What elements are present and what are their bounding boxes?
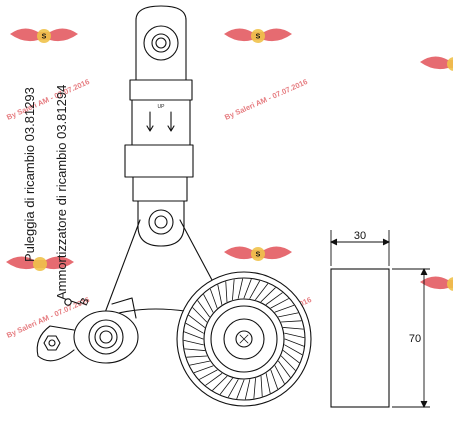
watermark-logo: S	[10, 28, 78, 43]
pulley-rib	[237, 278, 244, 299]
pulley-rib	[278, 312, 299, 318]
pulley-rib	[282, 327, 304, 330]
pulley-rib	[255, 283, 269, 301]
pulley-rib	[210, 288, 218, 309]
pulley-rib	[274, 365, 285, 384]
pulley-rib	[284, 344, 303, 355]
pulley-rib	[203, 294, 214, 313]
pulley-rib	[278, 360, 291, 378]
width-dimension-value: 30	[354, 230, 366, 242]
pulley-rib	[260, 287, 276, 303]
pulley-rib	[183, 339, 204, 346]
pulley-rib	[284, 338, 304, 347]
width-dimension: 30	[329, 230, 391, 266]
pulley-rib	[192, 307, 208, 323]
pulley-rib	[205, 373, 223, 386]
pulley-rib	[199, 369, 218, 380]
locking-pin: B	[64, 296, 92, 308]
watermark-text: By Saleri AM - 07.07.2016	[5, 77, 91, 122]
pulley-rib	[270, 369, 278, 390]
pulley-rib	[270, 298, 289, 309]
damper-collar	[124, 144, 194, 178]
pulley-rib	[212, 375, 228, 391]
watermark-logo-letter: S	[256, 34, 261, 41]
pulley-rib	[280, 355, 296, 371]
pivot-hub	[73, 310, 139, 364]
tensioner-assembly: UP	[36, 5, 312, 407]
pulley-rib	[184, 348, 206, 351]
damper-bottom-eye	[137, 200, 185, 247]
lever-arm	[36, 325, 75, 362]
watermark-logo: S	[224, 246, 292, 261]
pulley-rib	[188, 314, 206, 328]
pulley-rib	[193, 365, 214, 373]
pulley-rib	[280, 320, 302, 323]
damper-cylinder: UP	[129, 79, 193, 146]
pulley	[176, 271, 312, 407]
pulley-rib	[217, 284, 223, 305]
pulley-rib	[184, 331, 204, 340]
pulley-rib	[253, 377, 256, 399]
pulley-profile	[330, 268, 390, 408]
pulley-rib	[185, 323, 204, 334]
pulley-rib	[284, 332, 305, 339]
pulley-profile-view: 30 70	[329, 230, 430, 409]
pulley-rib	[244, 379, 251, 400]
damper-lower-body	[132, 176, 188, 202]
tensioner-part-caption: Ammortizzatore di ricambio 03.81294	[54, 85, 69, 300]
watermark-logo	[420, 276, 453, 291]
pulley-rib	[197, 300, 210, 318]
watermark-logo-letter: S	[42, 34, 47, 41]
pulley-rib	[243, 279, 252, 299]
pulley-rib	[274, 305, 295, 313]
pulley-rib	[265, 292, 283, 305]
pin-label: B	[78, 296, 92, 308]
top-mount-eye	[135, 5, 187, 81]
pulley-teeth	[183, 278, 305, 400]
height-dimension-value: 70	[409, 333, 421, 345]
watermark-logo-letter: S	[256, 252, 261, 259]
pulley-rib	[282, 350, 300, 364]
watermark-logo: S	[224, 28, 292, 43]
watermark-logo	[420, 56, 453, 71]
pulley-rib	[265, 373, 271, 394]
cylinder-label: UP	[158, 104, 166, 110]
pulley-rib	[225, 281, 228, 303]
pulley-rib	[186, 355, 208, 358]
pulley-rib	[219, 377, 233, 395]
pulley-rib	[249, 280, 260, 299]
pulley-rib	[228, 379, 239, 398]
pulley-rib	[236, 379, 245, 399]
pulley-part-caption: Puleggia di ricambio 03.81293	[22, 87, 37, 262]
pulley-rib	[232, 279, 235, 301]
watermark-text: By Saleri AM - 07.07.2016	[223, 77, 309, 122]
pulley-rib	[189, 360, 210, 366]
pulley-rib	[260, 375, 263, 397]
height-dimension: 70	[392, 267, 430, 409]
